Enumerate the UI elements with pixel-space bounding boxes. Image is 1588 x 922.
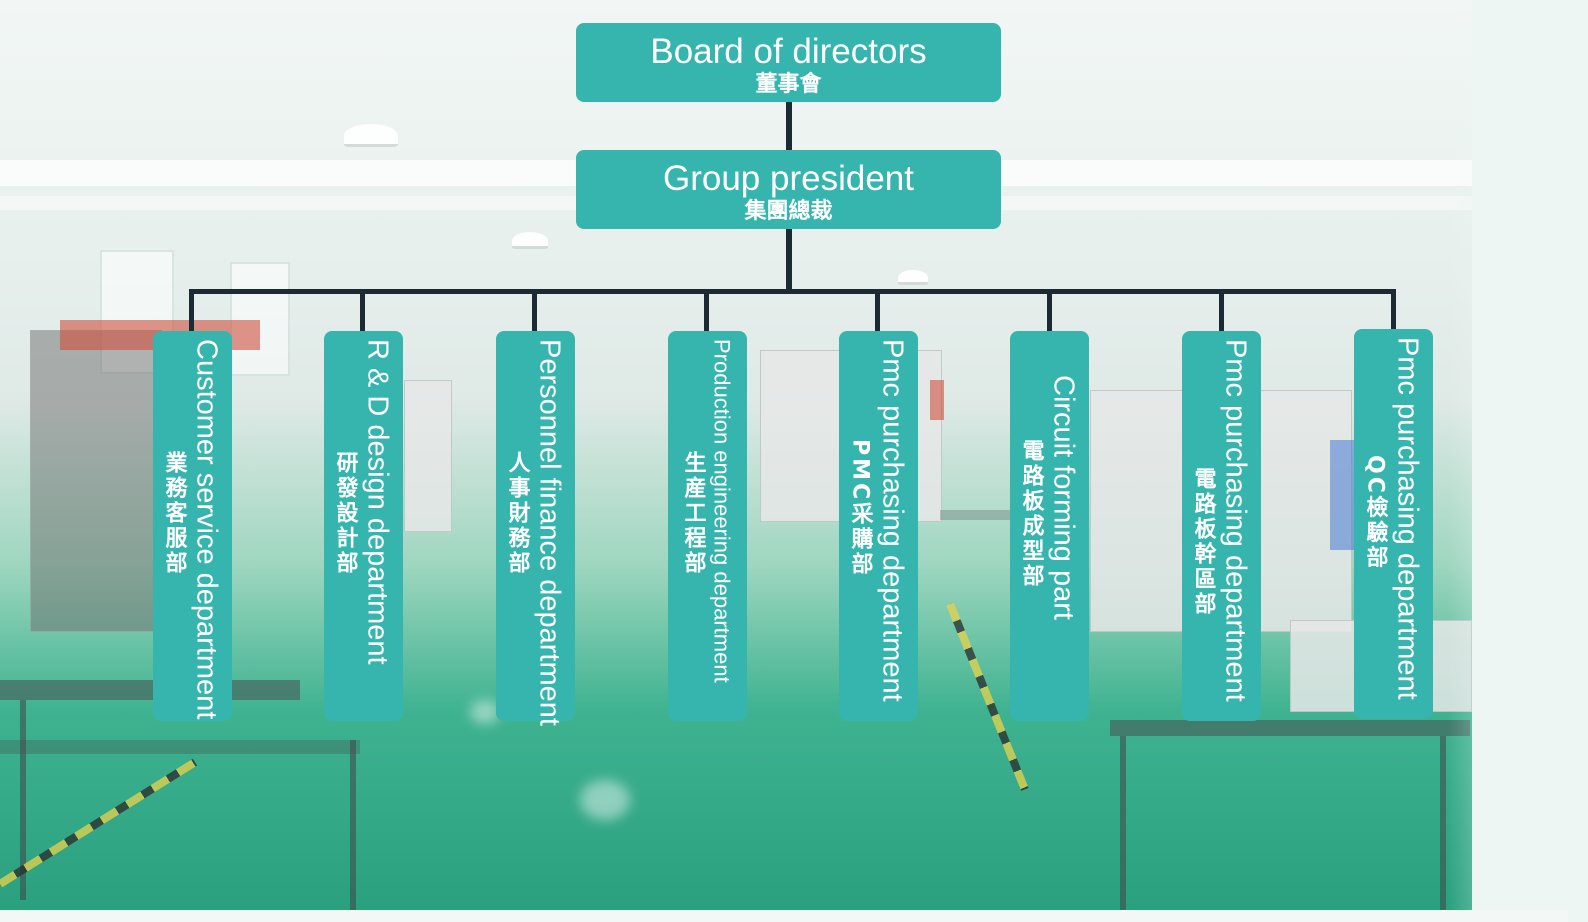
dept-title-en: R & D design department (361, 339, 394, 665)
dept-title-zh: 電路板成型部 (1018, 439, 1044, 589)
machine (30, 330, 162, 632)
dept-customer-service: Customer service department 業務客服部 (153, 331, 232, 721)
floor-reflection (580, 780, 630, 820)
dept-title-en: Personnel finance department (533, 339, 566, 726)
workbench (0, 680, 300, 700)
window (230, 262, 290, 376)
ceiling-lamp-icon (512, 232, 548, 249)
ceiling-lamp-icon (898, 270, 928, 285)
board-title-en: Board of directors (650, 32, 927, 71)
connector-president-bus (786, 228, 792, 292)
dept-title-zh: PMC采購部 (847, 439, 873, 578)
dept-title-zh: QC檢驗部 (1362, 455, 1388, 571)
dept-title-en: Customer service department (190, 339, 223, 720)
dept-title-en: Circuit forming part (1047, 375, 1080, 620)
connector-dept-8 (1391, 289, 1396, 333)
workbench (940, 510, 1010, 520)
cabinet (404, 380, 452, 532)
connector-dept-3 (532, 289, 537, 333)
dept-title-zh: 電路板幹區部 (1190, 467, 1216, 617)
connector-dept-4 (704, 289, 709, 333)
board-of-directors-box: Board of directors 董事會 (576, 23, 1001, 102)
dept-title-zh: 生産工程部 (680, 451, 706, 576)
dept-title-en: Pmc purchasing department (876, 339, 909, 702)
workbench (0, 740, 360, 754)
dept-pmc-purchasing: Pmc purchasing department PMC采購部 (839, 331, 918, 721)
floor-safety-stripe (0, 758, 198, 888)
dept-personnel-finance: Personnel finance department 人事財務部 (496, 331, 575, 726)
ceiling-lamp-icon (344, 124, 398, 147)
dept-title-en: Pmc purchasing department (1219, 339, 1252, 702)
machine-panel (930, 380, 944, 420)
table-leg (20, 700, 26, 900)
connector-dept-7 (1219, 289, 1224, 333)
background-fade (1448, 0, 1568, 922)
group-president-box: Group president 集團總裁 (576, 150, 1001, 229)
dept-rd-design: R & D design department 研發設計部 (324, 331, 403, 721)
dept-title-zh: 人事財務部 (504, 451, 530, 576)
president-title-en: Group president (663, 159, 914, 198)
dept-title-en: Production engineering department (709, 339, 735, 683)
table-leg (350, 740, 356, 910)
board-title-zh: 董事會 (755, 72, 822, 97)
connector-board-president (786, 101, 792, 151)
dept-title-zh: 業務客服部 (161, 451, 187, 576)
workbench (1110, 720, 1470, 736)
table-leg (1440, 736, 1446, 910)
dept-circuit-board-dry-area: Pmc purchasing department 電路板幹區部 (1182, 331, 1261, 721)
dept-qc-inspection: Pmc purchasing department QC檢驗部 (1354, 329, 1433, 719)
connector-horizontal-bus (189, 289, 1396, 294)
dept-circuit-forming: Circuit forming part 電路板成型部 (1010, 331, 1089, 721)
dept-title-zh: 研發設計部 (332, 451, 358, 576)
table-leg (1120, 736, 1126, 910)
floor-reflection (470, 700, 500, 724)
background-bottom-strip (0, 910, 1568, 922)
connector-dept-2 (360, 289, 365, 333)
president-title-zh: 集團總裁 (744, 199, 833, 224)
dept-production-engineering: Production engineering department 生産工程部 (668, 331, 747, 721)
dept-title-en: Pmc purchasing department (1391, 337, 1424, 700)
connector-dept-1 (189, 289, 194, 333)
connector-dept-6 (1047, 289, 1052, 333)
connector-dept-5 (875, 289, 880, 333)
